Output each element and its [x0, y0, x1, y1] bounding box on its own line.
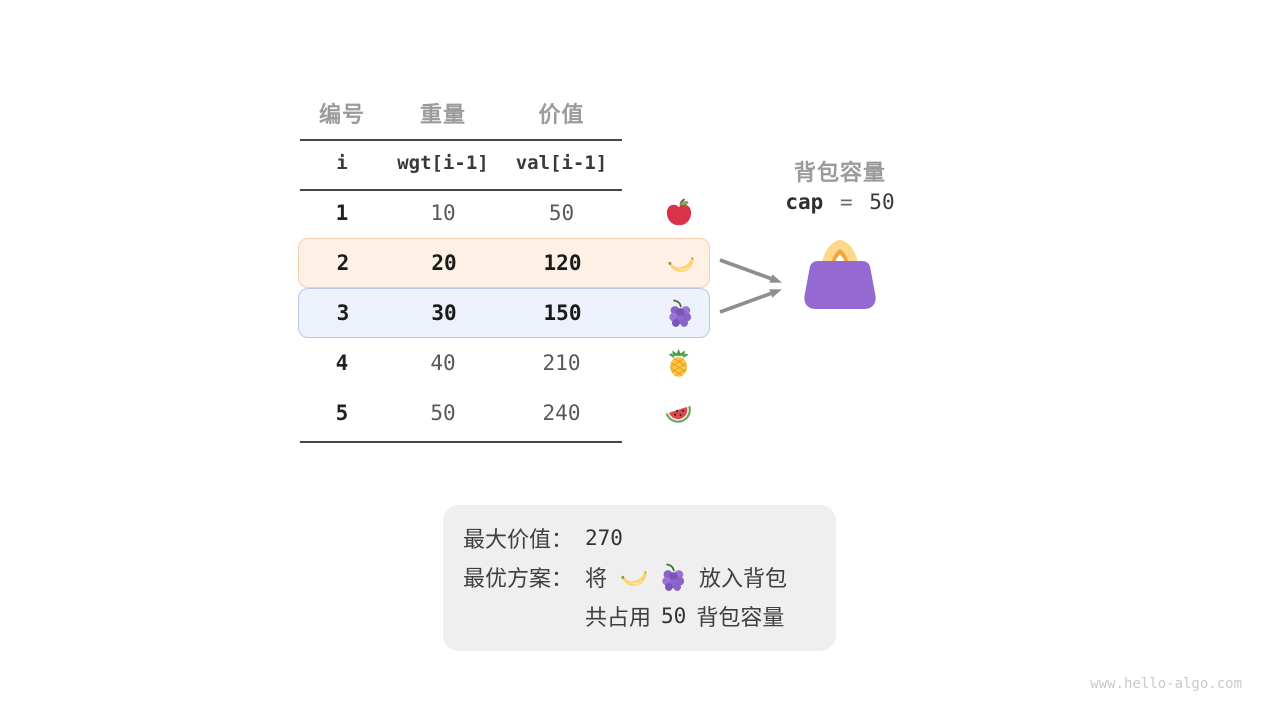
best-plan-label: 最优方案： — [463, 566, 574, 591]
header-wgt: wgt[i-1] — [397, 152, 489, 174]
pineapple-icon — [664, 348, 694, 378]
banana-icon — [665, 248, 695, 278]
row-value: 240 — [542, 401, 581, 425]
row-weight: 40 — [430, 351, 456, 375]
row-index: 2 — [336, 251, 350, 275]
row-value: 210 — [542, 351, 581, 375]
cap-equals: = — [839, 190, 853, 214]
watermark: www.hello-algo.com — [1090, 676, 1242, 692]
result-plan-line: 最优方案： 将 放入背包 — [463, 561, 836, 593]
header-number: 编号 — [318, 102, 365, 127]
purple-handbag-icon — [804, 239, 876, 309]
table-row: 5 50 240 — [298, 388, 710, 438]
row-weight: 20 — [431, 251, 457, 275]
plan-prefix: 将 — [585, 566, 608, 591]
result-usage-line: 共占用 50 背包容量 — [463, 600, 836, 632]
table-row: 2 20 120 — [298, 238, 710, 288]
row-index: 5 — [335, 401, 349, 425]
header-weight: 重量 — [419, 102, 466, 127]
plan-fruits — [613, 562, 693, 592]
table-divider-mid — [300, 189, 622, 191]
knapsack-capacity-expression: cap = 50 — [760, 190, 920, 214]
max-value-label: 最大价值： — [463, 527, 574, 552]
usage-suffix: 背包容量 — [696, 605, 785, 630]
row-index: 3 — [336, 301, 350, 325]
watermelon-icon — [664, 398, 694, 428]
banana-icon — [618, 562, 648, 592]
table-row: 1 10 50 — [298, 188, 710, 238]
row-weight: 50 — [430, 401, 456, 425]
row-value: 50 — [548, 201, 575, 225]
row-value: 120 — [543, 251, 582, 275]
items-table: 编号 重量 价值 i wgt[i-1] val[i-1] 1 10 50 2 20 120… — [298, 88, 710, 438]
row-index: 1 — [335, 201, 349, 225]
table-header-cn: 编号 重量 价值 — [298, 88, 710, 138]
table-body: 1 10 50 2 20 120 3 30 150 4 40 210 5 50 240 — [298, 188, 710, 438]
row-weight: 30 — [431, 301, 457, 325]
usage-number: 50 — [661, 604, 687, 628]
grapes-icon — [665, 298, 695, 328]
header-val: val[i-1] — [515, 152, 608, 174]
plan-suffix: 放入背包 — [699, 566, 788, 591]
grapes-icon — [658, 562, 688, 592]
cap-keyword: cap — [785, 190, 824, 214]
row-index: 4 — [335, 351, 349, 375]
knapsack-capacity-label: 背包容量 — [793, 160, 886, 185]
row-weight: 10 — [430, 201, 456, 225]
table-row: 4 40 210 — [298, 338, 710, 388]
apple-icon — [664, 198, 694, 228]
header-i: i — [336, 152, 348, 174]
result-max-value-line: 最大价值： 270 — [463, 522, 836, 554]
max-value-number: 270 — [585, 526, 623, 550]
row-value: 150 — [543, 301, 582, 325]
header-value: 价值 — [538, 102, 585, 127]
result-box: 最大价值： 270 最优方案： 将 放入背包 共占用 50 背包容量 — [443, 505, 836, 651]
table-divider-top — [300, 139, 622, 141]
table-header-code: i wgt[i-1] val[i-1] — [298, 138, 710, 188]
usage-prefix: 共占用 — [585, 605, 652, 630]
cap-value: 50 — [869, 190, 895, 214]
table-row: 3 30 150 — [298, 288, 710, 338]
selection-arrows-icon — [719, 258, 782, 314]
table-divider-bottom — [300, 441, 622, 443]
